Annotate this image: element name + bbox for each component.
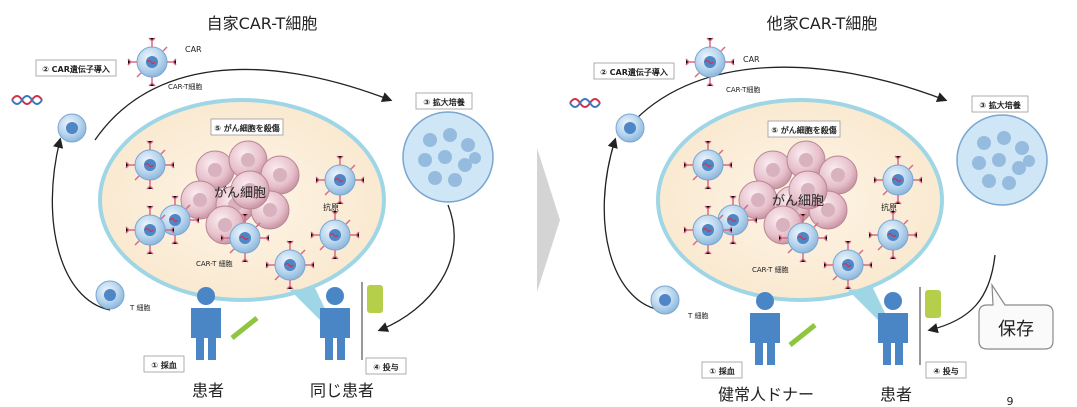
left-step5-label: ⑤ がん細胞を殺傷 xyxy=(214,123,280,133)
left-cart-inner-label: CAR-T 細胞 xyxy=(196,259,233,268)
transition-chevron-icon xyxy=(537,148,560,292)
right-step4-label: ④ 投与 xyxy=(933,366,959,376)
left-cart-cell-label: CAR-T細胞 xyxy=(168,82,202,91)
left-antigen-label: 抗原 xyxy=(323,202,339,212)
right-antigen-label: 抗原 xyxy=(881,202,897,212)
right-cancer-label: がん細胞 xyxy=(772,194,824,209)
right-panel: 他家CAR-T細胞 ② CAR遺伝子導入 CAR CAR-T細胞 ③ 拡大培養 … xyxy=(569,14,1054,404)
right-donor-label: 健常人ドナー xyxy=(718,385,814,404)
left-recipient-label: 同じ患者 xyxy=(310,381,374,400)
right-step3-label: ③ 拡大培養 xyxy=(979,100,1021,110)
right-cart-inner-label: CAR-T 細胞 xyxy=(752,265,789,274)
left-step3-label: ③ 拡大培養 xyxy=(423,97,465,107)
left-t-cell-label: T 細胞 xyxy=(129,303,151,312)
right-t-cell-label: T 細胞 xyxy=(687,311,709,320)
left-car-label: CAR xyxy=(185,45,202,54)
page-number: 9 xyxy=(1007,395,1014,407)
right-step1-label: ① 採血 xyxy=(709,366,735,376)
left-title: 自家CAR-T細胞 xyxy=(207,14,318,33)
right-cart-cell-label: CAR-T細胞 xyxy=(726,85,760,94)
right-title: 他家CAR-T細胞 xyxy=(767,14,878,33)
left-step4-label: ④ 投与 xyxy=(373,362,399,372)
left-donor-label: 患者 xyxy=(192,381,224,400)
storage-callout xyxy=(978,282,1054,350)
storage-label: 保存 xyxy=(998,319,1034,340)
left-panel: 自家CAR-T細胞 ② CAR遺伝子導入 CAR CAR-T細胞 ③ 拡大培養 … xyxy=(11,14,494,400)
right-recipient-label: 患者 xyxy=(880,385,912,404)
right-car-label: CAR xyxy=(743,55,760,64)
left-cancer-label: がん細胞 xyxy=(214,186,266,201)
right-step2-label: ② CAR遺伝子導入 xyxy=(600,67,668,77)
left-step1-label: ① 採血 xyxy=(151,360,177,370)
right-step5-label: ⑤ がん細胞を殺傷 xyxy=(771,125,837,135)
left-step2-label: ② CAR遺伝子導入 xyxy=(42,64,110,74)
